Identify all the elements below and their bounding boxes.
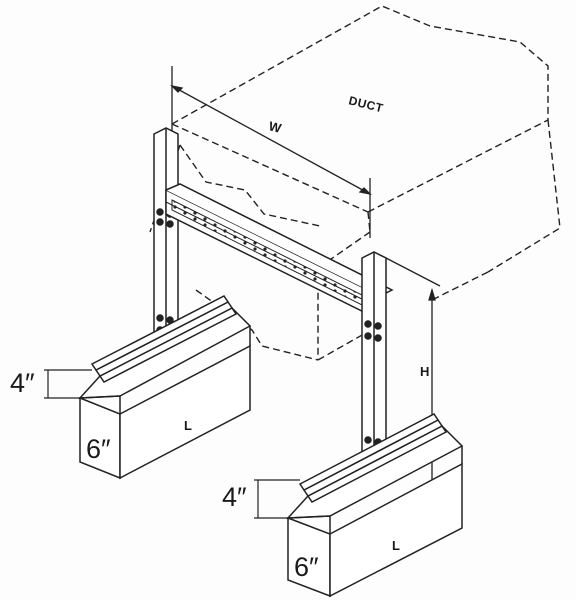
left-post xyxy=(153,127,179,355)
base-height-right-label: 4″ xyxy=(222,482,247,512)
cross-beam xyxy=(165,183,394,322)
base-width-right-label: 6″ xyxy=(294,552,319,582)
right-base-block xyxy=(286,413,464,598)
right-post xyxy=(361,251,387,477)
left-base-block xyxy=(78,295,252,480)
length-left-label: L xyxy=(184,418,192,433)
base-height-left-label: 4″ xyxy=(10,368,35,398)
width-dimension xyxy=(170,66,372,238)
height-label: H xyxy=(420,364,429,379)
left-base-dimensions xyxy=(44,369,92,399)
right-base-dimensions xyxy=(254,479,300,519)
length-right-label: L xyxy=(392,538,400,553)
width-label: W xyxy=(267,118,283,136)
base-width-left-label: 6″ xyxy=(86,434,111,464)
duct-label: DUCT xyxy=(347,93,385,115)
